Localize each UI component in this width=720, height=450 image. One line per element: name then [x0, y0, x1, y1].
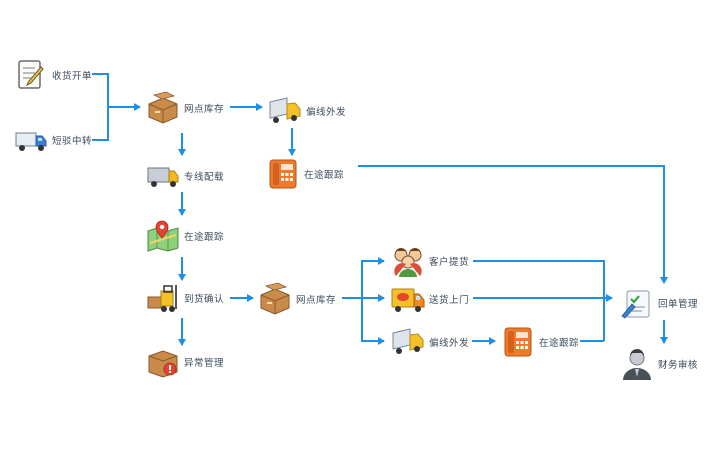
node-arrival: 到货确认 [146, 281, 224, 315]
delivery-van-icon [391, 282, 425, 316]
node-label: 在途跟踪 [184, 232, 225, 243]
node-finance: 财务审核 [620, 347, 698, 381]
node-trunk-load: 专线配载 [146, 159, 224, 193]
node-inventory2: 网点库存 [258, 282, 336, 316]
node-branch-out2: 偏线外发 [391, 325, 469, 359]
phone-icon [266, 157, 300, 191]
node-label: 异常管理 [184, 358, 225, 369]
freight-truck-icon [146, 159, 180, 193]
person-icon [620, 347, 654, 381]
checklist-icon [620, 286, 654, 320]
document-pencil-icon [14, 58, 48, 92]
node-label: 客户提货 [429, 257, 470, 268]
node-label: 专线配载 [184, 172, 225, 183]
node-tracking-map: 在途跟踪 [146, 219, 224, 253]
customers-icon [391, 244, 425, 278]
warning-box-icon [146, 345, 180, 379]
delivery-truck-icon [391, 325, 425, 359]
node-label: 短驳中转 [52, 136, 93, 147]
forklift-icon [146, 281, 180, 315]
node-transfer: 短驳中转 [14, 123, 92, 157]
node-label: 在途跟踪 [539, 338, 580, 349]
node-delivery: 送货上门 [391, 282, 469, 316]
node-label: 回单管理 [658, 299, 699, 310]
connector-tracking1-receipt-mgmt [358, 165, 668, 284]
connector-receipt [92, 73, 109, 107]
connector-pickup-receipt-mgmt [473, 260, 605, 341]
node-label: 财务审核 [658, 360, 699, 371]
node-receipt: 收货开单 [14, 58, 92, 92]
delivery-truck-icon [268, 94, 302, 128]
node-tracking2: 在途跟踪 [501, 325, 579, 359]
connector-transfer [92, 107, 109, 141]
phone-icon [501, 325, 535, 359]
node-label: 送货上门 [429, 295, 470, 306]
node-label: 到货确认 [184, 294, 225, 305]
map-pin-icon [146, 219, 180, 253]
node-branch-out1: 偏线外发 [268, 94, 346, 128]
node-label: 网点库存 [296, 295, 337, 306]
node-pickup: 客户提货 [391, 244, 469, 278]
node-label: 收货开单 [52, 71, 93, 82]
node-receipt-mgmt: 回单管理 [620, 286, 698, 320]
connector-split-branch-out2 [361, 298, 385, 345]
node-inventory1: 网点库存 [146, 91, 224, 125]
small-truck-icon [14, 123, 48, 157]
node-label: 网点库存 [184, 104, 225, 115]
cardboard-boxes-icon [258, 282, 292, 316]
cardboard-boxes-icon [146, 91, 180, 125]
connector-split-pickup [361, 257, 385, 298]
node-label: 在途跟踪 [304, 170, 345, 181]
node-exception: 异常管理 [146, 345, 224, 379]
node-tracking1: 在途跟踪 [266, 157, 344, 191]
node-label: 偏线外发 [429, 338, 470, 349]
node-label: 偏线外发 [306, 107, 347, 118]
